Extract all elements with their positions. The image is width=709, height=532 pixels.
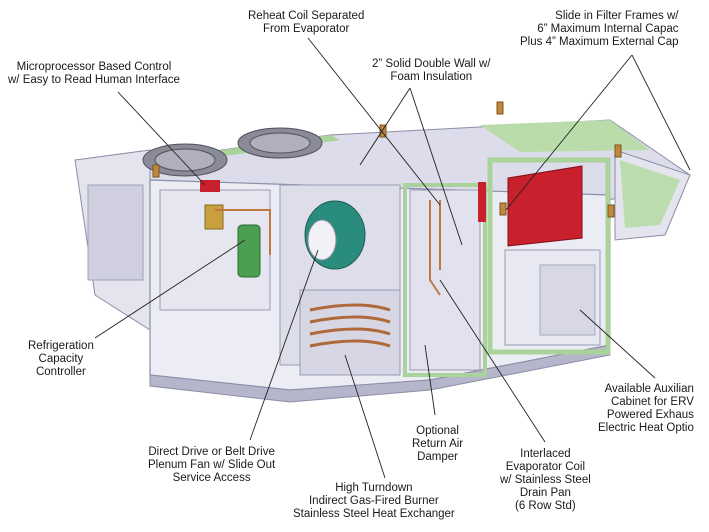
leader-aux-cabinet (579, 309, 656, 379)
callout-refrigeration-line-3: Controller (35, 366, 86, 378)
callout-burner-line-2: Indirect Gas-Fired Burner (308, 495, 439, 507)
callout-reheat-coil-line-2: From Evaporator (263, 23, 350, 35)
red-filter-panel (507, 165, 583, 247)
leader-filter-frames-b (631, 54, 691, 171)
callout-filter-frames-line-3: Plus 4” Maximum External Cap (520, 36, 679, 48)
leader-reheat-coil (307, 37, 441, 206)
callout-microprocessor-line-2: w/ Easy to Read Human Interface (8, 74, 180, 86)
callout-microprocessor: Microprocessor Based Control w/ Easy to … (8, 61, 180, 87)
callout-return-damper-line-1: Optional (416, 425, 459, 437)
callout-evaporator-coil-line-5: (6 Row Std) (515, 500, 576, 512)
callout-auxiliary-cabinet-line-4: Electric Heat Optio (598, 422, 694, 434)
refrigerant-piping (215, 200, 441, 296)
callout-evaporator-coil: Interlaced Evaporator Coil w/ Stainless … (500, 448, 591, 513)
callout-burner: High Turndown Indirect Gas-Fired Burner … (293, 482, 455, 521)
leader-microprocessor (117, 91, 206, 186)
aux-cabinet-inner-panel (539, 264, 596, 336)
plenum-fan-inlet (307, 219, 337, 261)
callout-return-damper: Optional Return Air Damper (412, 425, 463, 464)
callout-plenum-fan: Direct Drive or Belt Drive Plenum Fan w/… (148, 446, 275, 485)
callout-evaporator-coil-line-2: Evaporator Coil (505, 461, 586, 473)
unit-base-rail (149, 344, 611, 403)
leader-burner (344, 354, 386, 479)
heat-exchanger-tubes (309, 303, 391, 348)
right-hood-green (620, 160, 680, 228)
callout-auxiliary-cabinet-line-3: Powered Exhaus (606, 409, 694, 421)
leader-plenum-fan (249, 249, 319, 441)
callout-microprocessor-line-1: Microprocessor Based Control (16, 61, 172, 73)
leader-evaporator (439, 279, 546, 443)
callout-evaporator-coil-line-1: Interlaced (520, 448, 571, 460)
callout-return-damper-line-3: Damper (417, 451, 459, 463)
left-hood-grille (87, 184, 144, 281)
leader-double-wall-b (359, 87, 411, 166)
lifting-lugs (152, 101, 622, 218)
callout-auxiliary-cabinet-line-2: Cabinet for ERV (610, 396, 694, 408)
callout-evaporator-coil-line-4: Drain Pan (519, 487, 571, 499)
callout-plenum-fan-line-1: Direct Drive or Belt Drive (148, 446, 275, 458)
condenser-fan-right-hub (249, 132, 311, 154)
callout-reheat-coil: Reheat Coil Separated From Evaporator (248, 10, 364, 36)
callout-filter-frames-line-1: Slide in Filter Frames w/ (555, 10, 679, 22)
callout-burner-line-1: High Turndown (335, 482, 413, 494)
leader-filter-frames-a (505, 54, 633, 211)
callout-plenum-fan-line-3: Service Access (172, 472, 251, 484)
red-label-plate (200, 180, 220, 192)
callout-auxiliary-cabinet: Available Auxilian Cabinet for ERV Power… (598, 383, 694, 435)
filter-cabinet-green-frame (487, 157, 611, 355)
refrigeration-controller (204, 204, 224, 230)
compressor (237, 224, 261, 278)
leader-return-damper (424, 344, 436, 416)
callout-plenum-fan-line-2: Plenum Fan w/ Slide Out (148, 459, 276, 471)
callout-double-wall-line-2: Foam Insulation (390, 71, 473, 83)
callout-double-wall-line-1: 2” Solid Double Wall w/ (372, 58, 491, 70)
callout-refrigeration: Refrigeration Capacity Controller (28, 340, 94, 379)
callout-reheat-coil-line-1: Reheat Coil Separated (248, 10, 365, 22)
leader-double-wall (409, 87, 463, 246)
evaporator-green-frame (403, 183, 487, 377)
red-filter-small (478, 182, 486, 222)
callout-burner-line-3: Stainless Steel Heat Exchanger (293, 508, 455, 520)
leader-lines (94, 37, 691, 479)
callout-refrigeration-line-2: Capacity (38, 353, 84, 365)
callout-return-damper-line-2: Return Air (412, 438, 464, 450)
roof-green-strip-right (480, 120, 650, 152)
condenser-fan-left-hub (154, 148, 216, 172)
callout-filter-frames: Slide in Filter Frames w/ 6” Maximum Int… (520, 10, 679, 49)
leader-refrigeration (94, 239, 246, 339)
callout-double-wall: 2” Solid Double Wall w/ Foam Insulation (372, 58, 490, 84)
callout-evaporator-coil-line-3: w/ Stainless Steel (500, 474, 591, 486)
evaporator-compartment (409, 189, 481, 371)
callout-auxiliary-cabinet-line-1: Available Auxilian (604, 383, 694, 395)
callout-refrigeration-line-1: Refrigeration (28, 340, 94, 352)
callout-filter-frames-line-2: 6” Maximum Internal Capac (537, 23, 679, 35)
